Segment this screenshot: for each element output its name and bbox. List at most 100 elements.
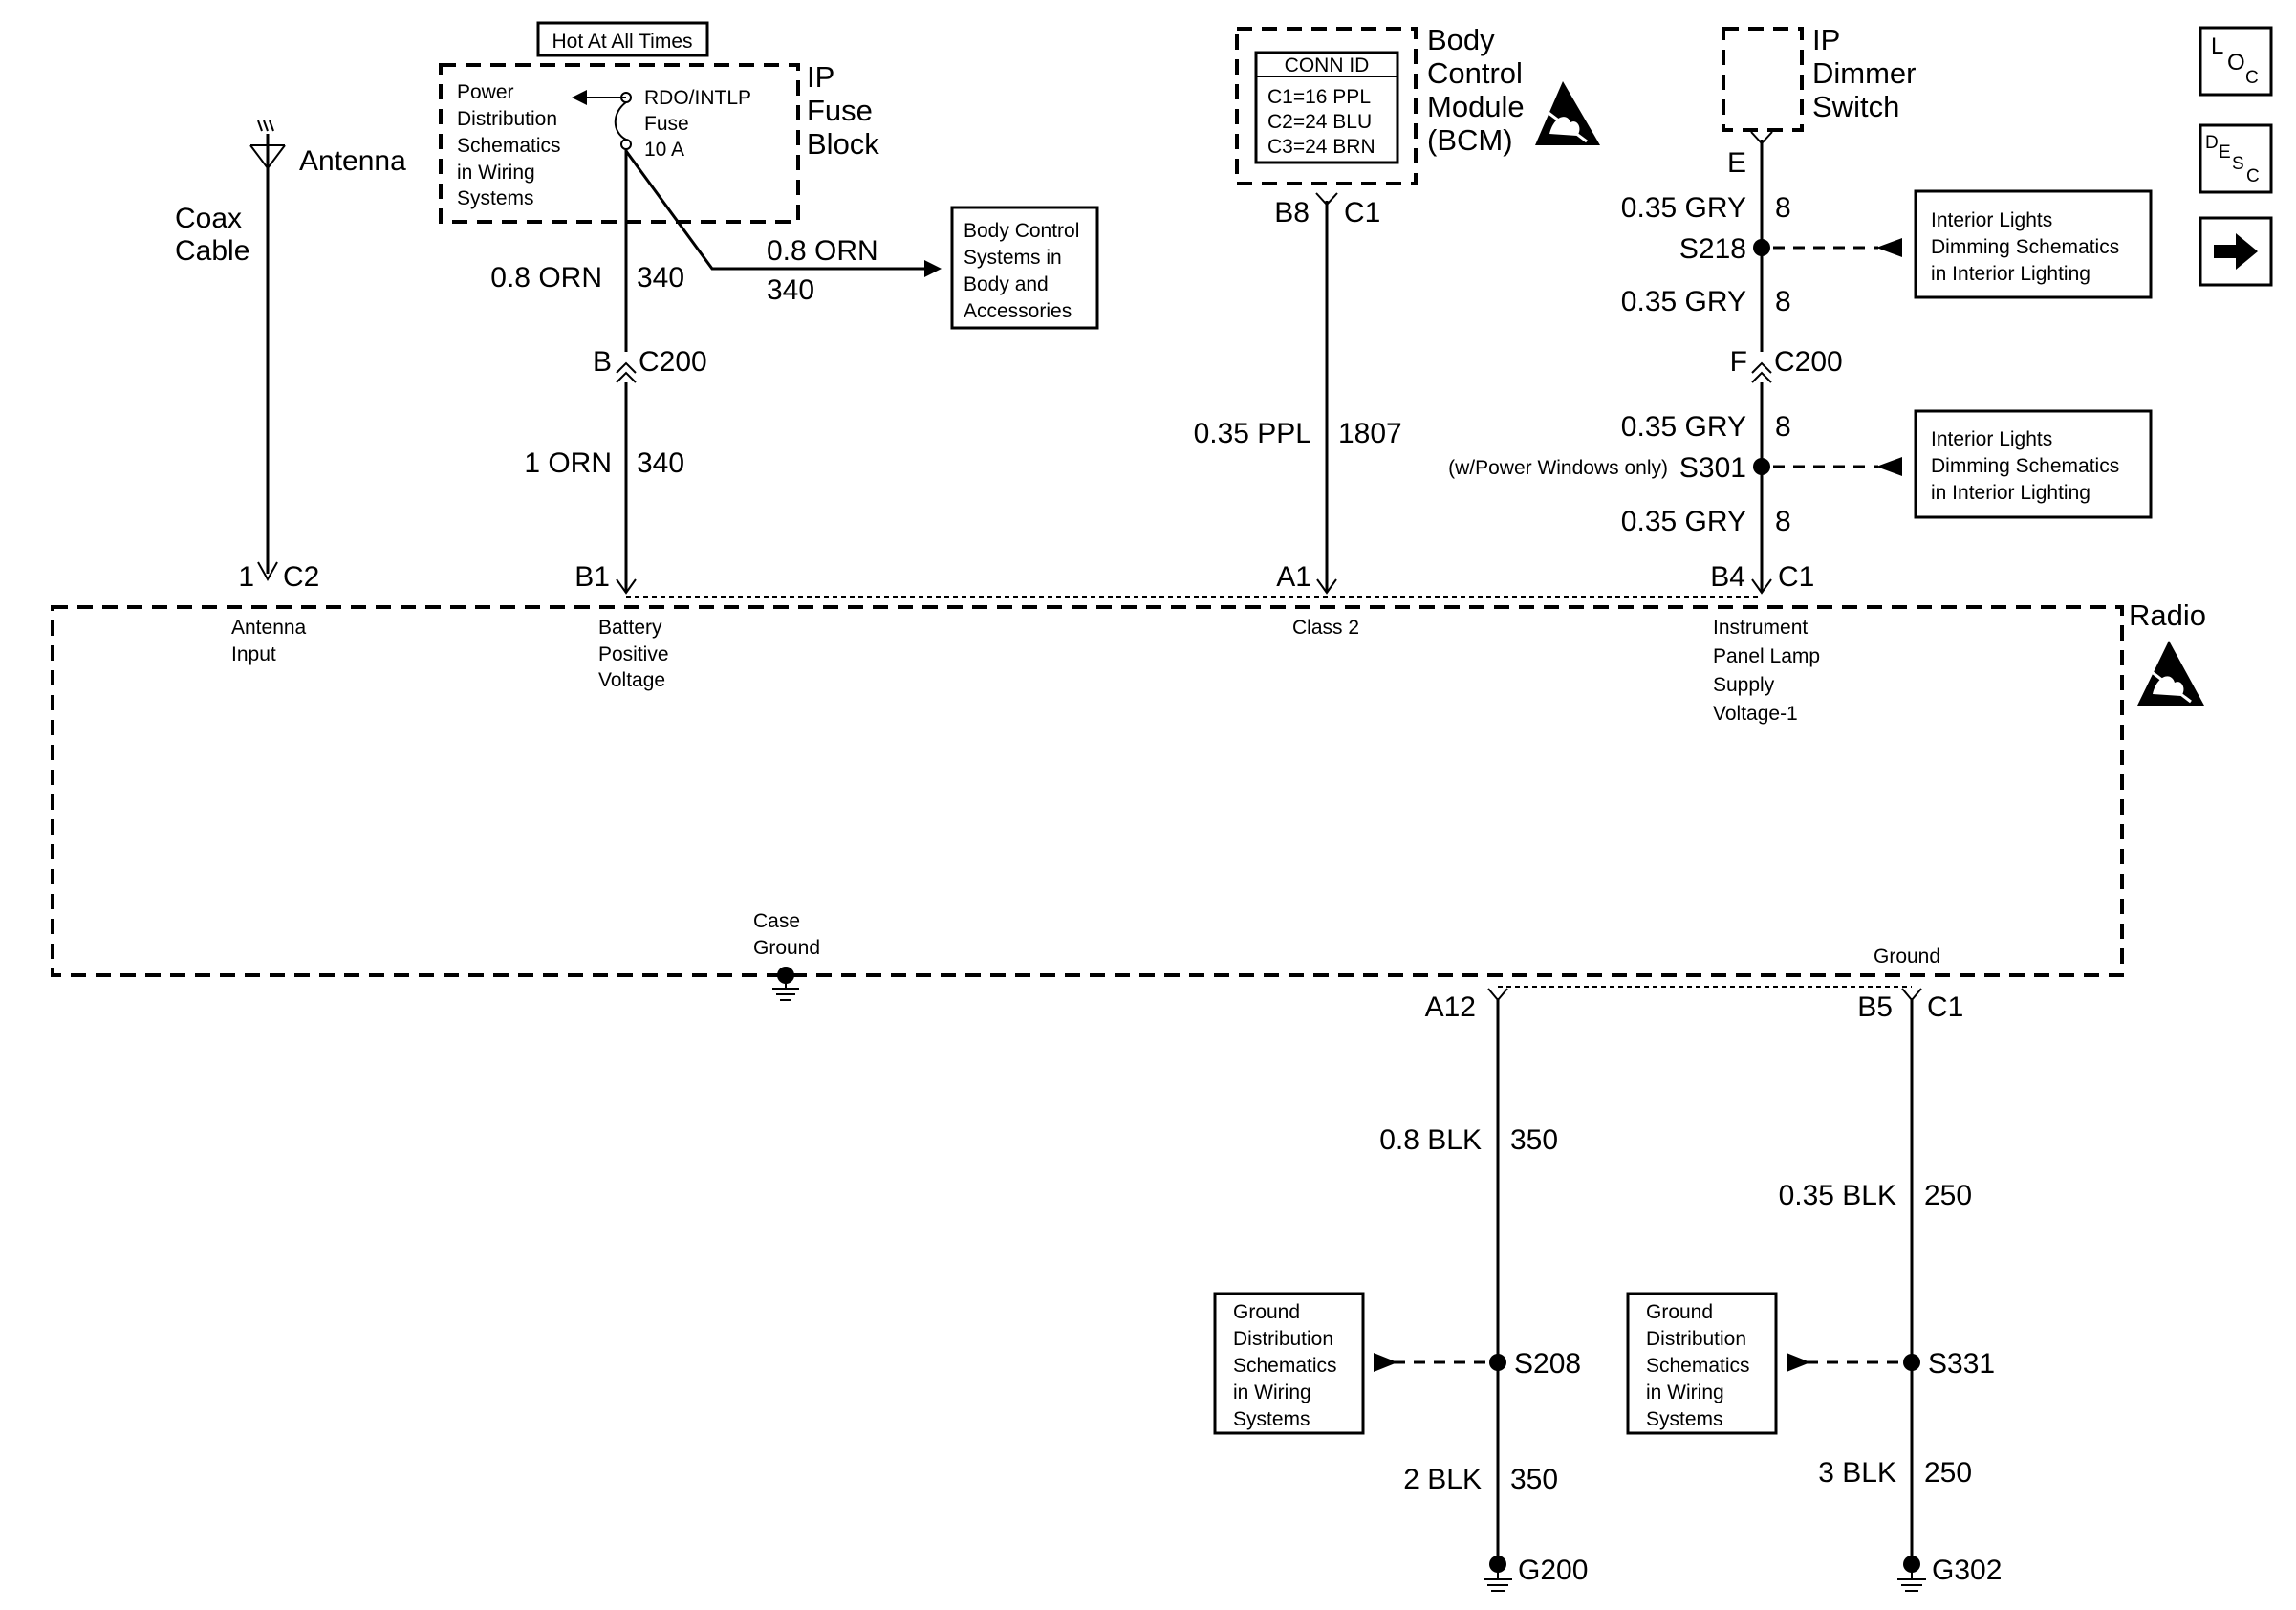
wire-label-gry3-color: 0.35 GRY (1621, 411, 1746, 443)
ground-g200-label: G200 (1518, 1555, 1588, 1586)
wire-label-gry1-circuit: 8 (1775, 192, 1791, 224)
interior-lights-ref-box-1 (1914, 189, 2153, 299)
dimmer-pin-label: E (1727, 147, 1746, 179)
ipl-pin-terminal (1751, 578, 1772, 595)
bcs-line1: Body Control (964, 220, 1079, 242)
radio-antenna-input-line2: Input (231, 643, 276, 665)
fuse-label-line2: Fuse (644, 113, 689, 135)
ground-ref1-line1: Ground (1233, 1301, 1300, 1323)
ground-g302-label: G302 (1932, 1555, 2002, 1586)
svg-text:E: E (2219, 142, 2231, 163)
gnd-a-pin-label: A12 (1425, 991, 1476, 1023)
bcs-line4: Accessories (964, 300, 1072, 322)
ip-fuse-block-outline (439, 63, 800, 224)
wire-label-bcs-color: 0.8 ORN (767, 235, 878, 267)
ipl-conn-label: C1 (1778, 561, 1814, 593)
s218-ref-arrow (1876, 238, 1902, 257)
wire-label-batt-color: 1 ORN (524, 447, 612, 479)
ground-ref2-line2: Distribution (1646, 1328, 1746, 1350)
next-arrow-icon-button[interactable] (2199, 216, 2273, 287)
esd-warning-icon-radio (2137, 641, 2204, 706)
hot-at-all-times-label: Hot At All Times (552, 31, 692, 53)
bcm-title-line4: (BCM) (1427, 123, 1513, 157)
bcm-pin-label: B8 (1274, 197, 1310, 228)
ground-g200-symbol (1484, 1556, 1512, 1592)
interior-ref2-line1: Interior Lights (1931, 428, 2052, 450)
interior-ref1-line2: Dimming Schematics (1931, 236, 2119, 258)
wire-label-gry4-color: 0.35 GRY (1621, 506, 1746, 537)
class2-pin-terminal (1316, 578, 1337, 595)
s208-ref-arrow (1374, 1353, 1397, 1372)
splice-s301-note: (w/Power Windows only) (1448, 457, 1668, 479)
bcs-arrow (924, 260, 942, 277)
bcm-conn-line3: C3=24 BRN (1267, 136, 1375, 158)
ground-ref1-line4: in Wiring (1233, 1382, 1311, 1403)
interior-ref1-line1: Interior Lights (1931, 209, 2052, 231)
c200-b-pin: B (593, 346, 612, 378)
bcm-conn-label: C1 (1344, 197, 1380, 228)
coax-label-line2: Cable (175, 235, 249, 267)
c200-connector-f (1751, 361, 1772, 383)
interior-lights-ref-box-2 (1914, 409, 2153, 519)
bcm-conn-line1: C1=16 PPL (1267, 86, 1371, 108)
splice-s331-dot (1903, 1354, 1920, 1371)
ground-ref1-line2: Distribution (1233, 1328, 1333, 1350)
fuse-block-title-line3: Block (807, 127, 879, 161)
radio-battery-line3: Voltage (598, 669, 665, 691)
ground-ref1-line3: Schematics (1233, 1355, 1337, 1377)
case-ground-symbol (772, 967, 799, 1001)
batt-pin-label: B1 (574, 561, 610, 593)
fuse-block-title-line1: IP (807, 60, 834, 94)
ground-ref2-line4: in Wiring (1646, 1382, 1724, 1403)
wire-label-blk350b-circuit: 350 (1510, 1464, 1558, 1495)
wire-label-fuse-out-color: 0.8 ORN (490, 262, 602, 294)
svg-text:D: D (2205, 133, 2219, 153)
fuse-pd-line2: Distribution (457, 108, 557, 130)
wire-label-batt-circuit: 340 (637, 447, 684, 479)
antenna-label: Antenna (299, 145, 406, 177)
wire-label-bcs-circuit: 340 (767, 274, 814, 306)
radio-ipl-line1: Instrument (1713, 617, 1808, 639)
splice-s208-dot (1489, 1354, 1506, 1371)
splice-s301-label: S301 (1679, 452, 1746, 484)
interior-ref2-line2: Dimming Schematics (1931, 455, 2119, 477)
ground-ref2-line5: Systems (1646, 1408, 1723, 1430)
ground-ref1-line5: Systems (1233, 1408, 1310, 1430)
svg-text:O: O (2227, 50, 2245, 76)
bcm-outline (1235, 27, 1418, 185)
svg-text:C: C (2245, 68, 2259, 88)
bcm-title-line1: Body (1427, 23, 1495, 56)
description-icon-button[interactable]: D E S C (2199, 123, 2273, 194)
radio-antenna-input-line1: Antenna (231, 617, 307, 639)
splice-s218-label: S218 (1679, 233, 1746, 265)
wire-340-branch (624, 150, 932, 271)
fuse-pd-line5: Systems (457, 187, 534, 209)
bcs-line2: Systems in (964, 247, 1062, 269)
bcm-conn-line2: C2=24 BLU (1267, 111, 1372, 133)
gnd-b-pin-label: B5 (1857, 991, 1893, 1023)
dimmer-title-line1: IP (1812, 23, 1840, 56)
s301-ref-arrow (1876, 457, 1902, 476)
fuse-pd-line1: Power (457, 81, 514, 103)
interior-ref2-line3: in Interior Lighting (1931, 482, 2090, 504)
wire-label-gry1-color: 0.35 GRY (1621, 192, 1746, 224)
wire-label-blk350a-circuit: 350 (1510, 1124, 1558, 1156)
bcm-title-line2: Control (1427, 56, 1523, 90)
ground-ref2-line1: Ground (1646, 1301, 1713, 1323)
wire-label-blk350b-color: 2 BLK (1403, 1464, 1482, 1495)
radio-case-ground-line2: Ground (753, 937, 820, 959)
wire-label-blk250b-circuit: 250 (1924, 1457, 1972, 1489)
ground-ref2-line3: Schematics (1646, 1355, 1750, 1377)
fuse-symbol (572, 90, 632, 150)
wire-label-class2-color: 0.35 PPL (1194, 418, 1311, 449)
radio-ipl-line2: Panel Lamp (1713, 645, 1820, 667)
dimmer-title-line3: Switch (1812, 90, 1899, 123)
splice-s218-dot (1753, 239, 1770, 256)
s331-ref-arrow (1787, 1353, 1810, 1372)
splice-s208-label: S208 (1514, 1348, 1581, 1380)
radio-case-ground-line1: Case (753, 910, 800, 932)
wire-label-gry3-circuit: 8 (1775, 411, 1791, 443)
ip-dimmer-switch-outline (1722, 27, 1804, 132)
location-icon-button[interactable]: L O C (2199, 26, 2273, 97)
